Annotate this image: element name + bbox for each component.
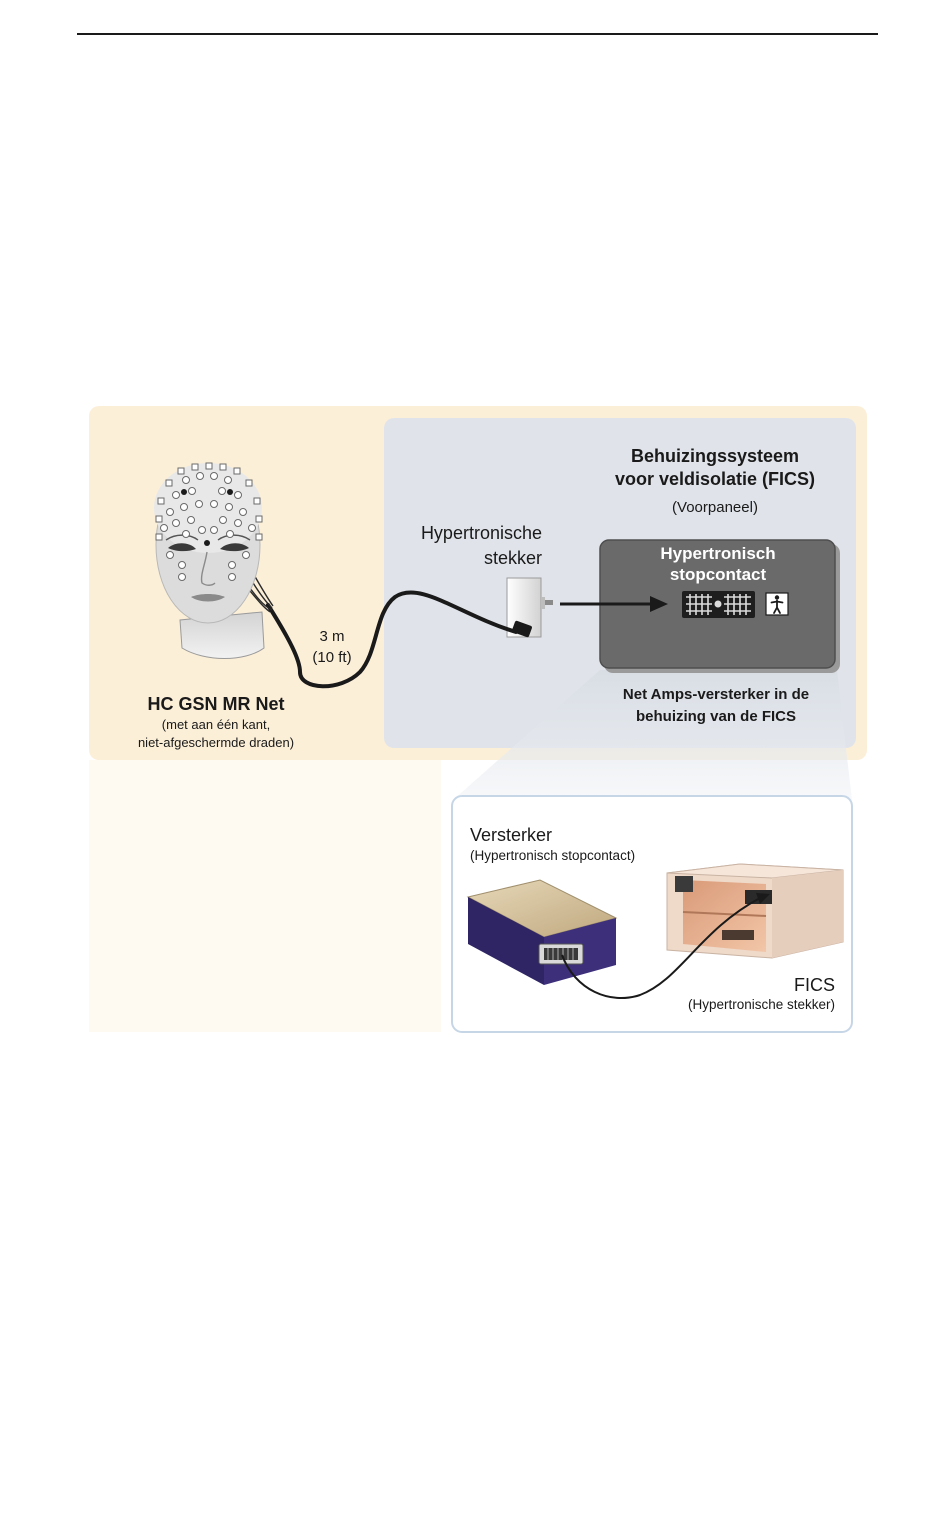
net-name-label: HC GSN MR Net (100, 694, 332, 715)
hypertronic-connector-icon (682, 591, 755, 618)
fics-title: Behuizingssysteem voor veldisolatie (FIC… (560, 445, 870, 491)
fics-enclosure-device (667, 864, 843, 958)
lower-region (89, 760, 441, 1032)
inset-amplifier-label: Versterker (470, 825, 552, 846)
socket-label: Hypertronisch stopcontact (601, 543, 835, 585)
cable-length-label: 3 m (10 ft) (298, 626, 366, 668)
person-symbol-icon (766, 593, 788, 615)
plug-label: Hypertronische stekker (380, 521, 542, 571)
net-sub-label: (met aan één kant, niet-afgeschermde dra… (100, 716, 332, 752)
amplifier-in-fics-label: Net Amps-versterker in de behuizing van … (578, 684, 854, 728)
fics-panel-label: (Voorpaneel) (560, 499, 870, 516)
inset-fics-label: FICS (640, 975, 835, 996)
inset-fics-sub-label: (Hypertronische stekker) (640, 997, 835, 1012)
inset-amplifier-sub-label: (Hypertronisch stopcontact) (470, 848, 635, 863)
